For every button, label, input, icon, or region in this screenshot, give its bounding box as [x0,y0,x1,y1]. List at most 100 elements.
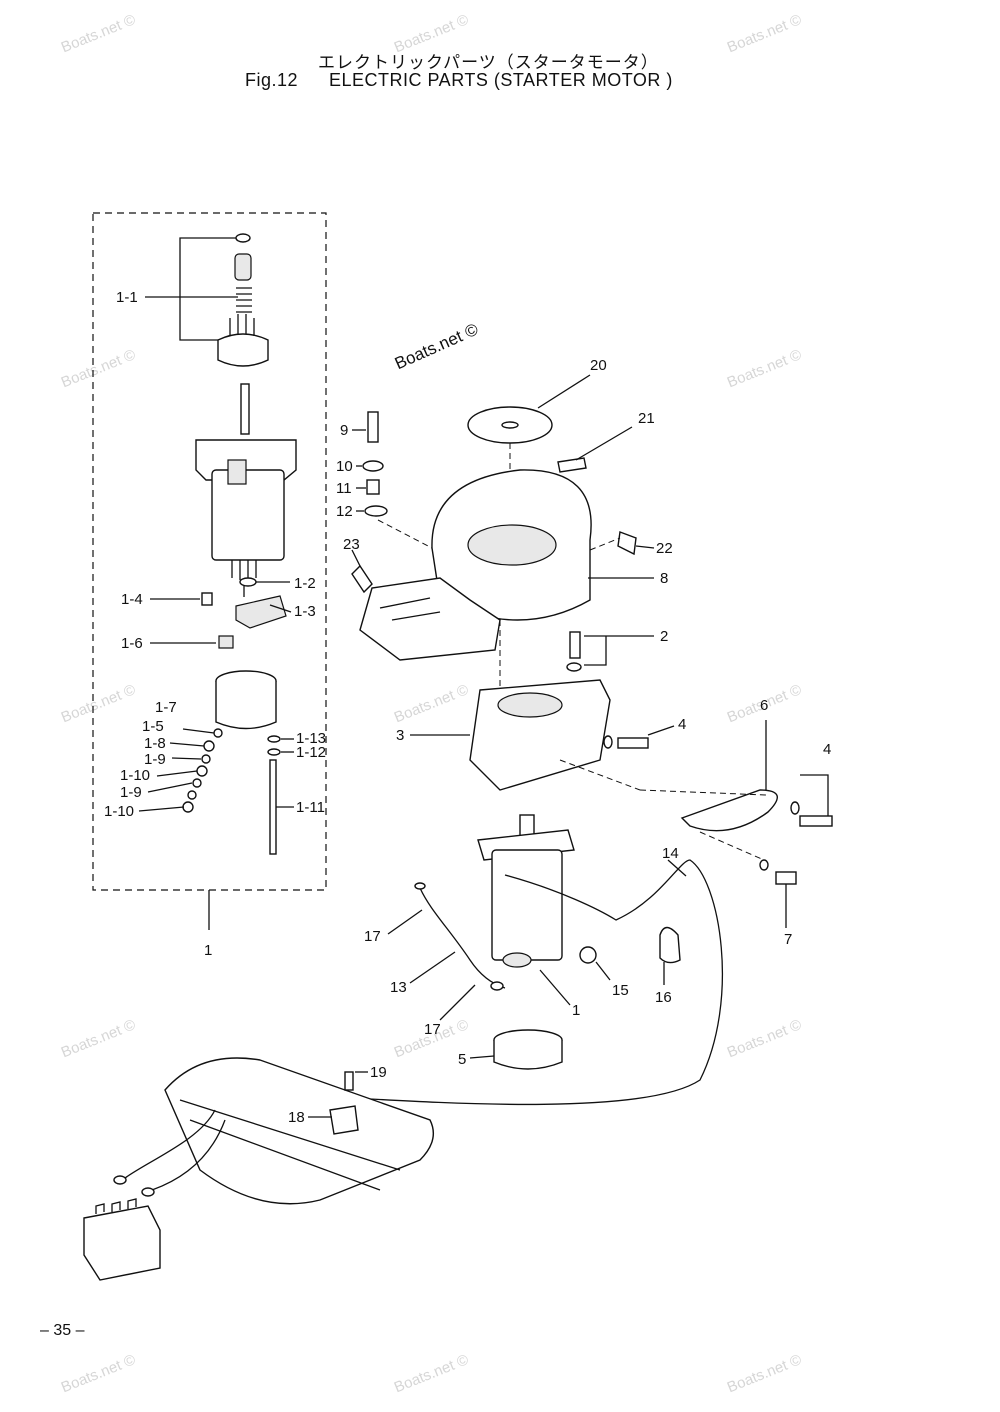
armature-shaft [240,383,250,435]
starter-band [680,789,778,832]
wire-terminal [490,981,504,991]
leader-line [469,1055,495,1059]
starter-switch [659,926,681,964]
callout-label: 6 [760,697,768,714]
callout-label: 16 [655,989,672,1006]
callout-label: 11 [336,480,352,497]
callout-label: 1-6 [121,635,143,652]
callout-label: 17 [424,1021,441,1038]
callout-label: 1-3 [294,603,316,620]
snap-ring [235,233,251,243]
cable-clamp [329,1105,359,1135]
bracket-opening [497,692,563,718]
collar [366,479,380,495]
through-bolt [269,759,277,855]
bolt [617,737,649,749]
battery-terminal [113,1175,127,1185]
nut [213,728,223,738]
lock-washer [196,765,208,777]
terminal-nut [579,946,597,964]
leader-line [182,728,215,734]
caution-label [617,531,637,556]
leader-line [439,984,476,1021]
assembly-line [639,789,767,796]
battery [83,1205,161,1281]
pinion-gear [217,333,269,367]
callout-label: 1-9 [144,751,166,768]
callout-label: 21 [638,410,655,427]
leader-line [635,545,655,549]
bolt [569,631,581,659]
callout-label: 1-8 [144,735,166,752]
pinion-teeth [229,314,255,336]
insulator [187,790,197,800]
leader-line [539,969,571,1006]
gasket-detail [379,597,441,621]
battery-cables [124,1109,226,1191]
leader-line [800,774,829,818]
callout-label: 1-9 [120,784,142,801]
starter-yoke [211,469,285,561]
callout-label: 18 [288,1109,305,1126]
washer [759,859,769,871]
leader-line [409,951,456,984]
starter-cover-top [467,524,557,566]
thrust-washer [239,577,257,587]
callout-label: 8 [660,570,668,587]
leader-line [169,742,205,747]
callout-label: 1 [572,1002,580,1019]
cover-gasket [359,577,501,661]
pinion-spring [236,287,252,313]
leader-line [387,909,423,935]
leader-line [667,859,687,877]
callout-label: 20 [590,357,607,374]
callout-label: 1-10 [120,767,150,784]
leader-line [147,782,193,793]
leader-line [647,725,675,736]
small-decal [351,564,373,594]
callout-label: 4 [823,741,831,758]
bracket-line [179,237,240,341]
ground-wire [419,887,506,989]
brush-holder [235,595,287,629]
label-decal [557,457,587,473]
callout-label: 13 [390,979,407,996]
starter-motor [491,849,563,961]
callout-label: 12 [336,503,353,520]
callout-label: 1-12 [296,744,326,761]
title-english: ELECTRIC PARTS (STARTER MOTOR ) [329,70,673,90]
callout-label: 7 [784,931,792,948]
callout-label: 1-13 [296,730,326,747]
washer [790,801,800,815]
leader-line [595,961,611,981]
washer [566,662,582,672]
starter-terminal [502,952,532,968]
screw [201,592,213,606]
callout-label: 1-2 [294,575,316,592]
washer [267,748,281,756]
cover-plate-hole [501,421,519,429]
screw [344,1071,354,1091]
page-number: – 35 – [40,1322,85,1339]
assembly-line [377,519,433,549]
title-japanese: エレクトリックパーツ（スタータモータ） [318,53,659,72]
callout-label: 17 [364,928,381,945]
battery-terminal [141,1187,155,1197]
washer [203,740,215,752]
callout-label: 1-11 [296,799,325,816]
grommet [364,505,388,517]
bottom-cowl [164,1057,434,1205]
callout-label: 1-4 [121,591,143,608]
assembly-line [559,759,641,791]
callout-label: 9 [340,422,348,439]
bolt [367,411,379,443]
washer [603,735,613,749]
callout-label: 10 [336,458,353,475]
stop-collar [234,253,252,281]
end-cover [215,681,277,730]
bolt [799,815,833,827]
washer [201,754,211,764]
callout-label: 4 [678,716,686,733]
